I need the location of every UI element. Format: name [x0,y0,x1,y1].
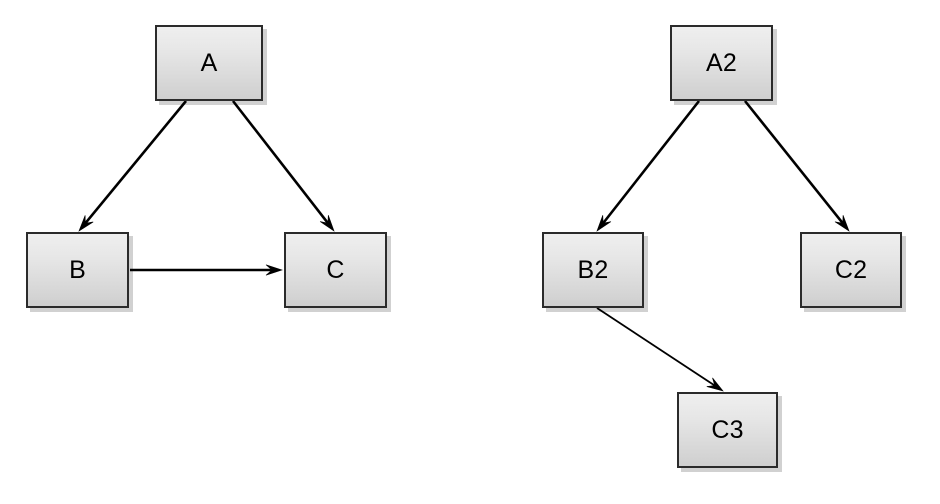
edge-a2-to-c2 [743,100,850,232]
edge-arrowhead [78,215,94,232]
node-label-c2: C2 [834,255,868,284]
edge-line [82,100,188,227]
edge-arrowhead [834,215,850,232]
edge-line [743,100,846,227]
node-label-b: B [69,255,86,284]
edge-b-to-c [130,264,283,276]
node-b[interactable]: B [26,232,129,308]
edge-line [600,100,701,227]
node-label-b2: B2 [577,255,609,284]
edge-a2-to-b2 [596,100,701,232]
edge-line [596,307,718,388]
edge-b2-to-c3 [596,307,724,392]
node-label-c: C [326,255,345,284]
edge-a-to-b [78,100,188,232]
edge-arrowhead [265,264,283,276]
node-a[interactable]: A [155,25,263,101]
edge-arrowhead [596,215,612,232]
node-a2[interactable]: A2 [670,25,773,101]
node-label-c3: C3 [711,415,744,444]
node-c2[interactable]: C2 [800,232,902,308]
node-label-a: A [200,48,218,77]
node-c[interactable]: C [284,232,387,308]
edge-arrowhead [319,215,335,232]
edge-a-to-c [231,100,335,232]
edge-arrowhead [706,377,724,392]
node-b2[interactable]: B2 [542,232,644,308]
node-label-a2: A2 [706,48,737,77]
edge-line [231,100,331,227]
node-c3[interactable]: C3 [677,392,778,468]
